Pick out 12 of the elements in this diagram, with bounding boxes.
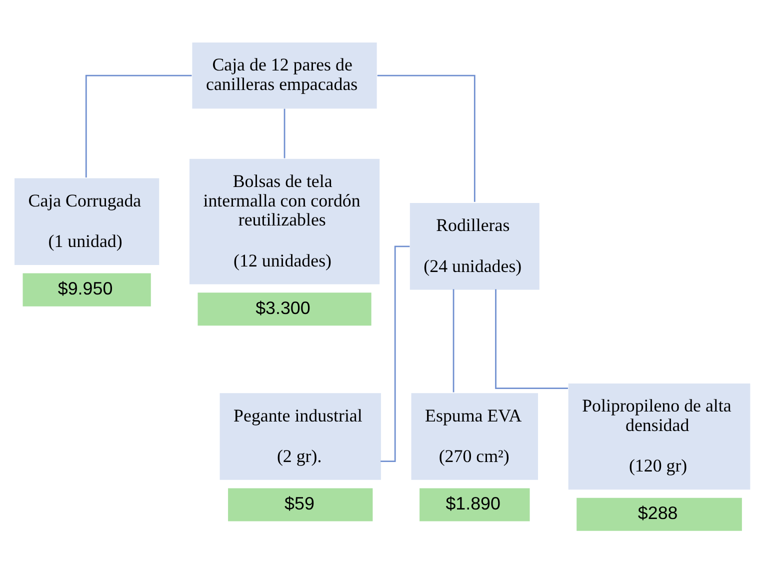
connector [284,108,286,158]
node-box: Caja de 12 pares de canilleras empacadas [192,42,377,109]
connector [377,74,476,202]
connector [495,289,568,389]
node-label: $3.300 [256,298,310,318]
node-label: $1.890 [446,493,500,514]
node-box: Rodilleras (24 unidades) [410,203,540,290]
node-label: $59 [284,493,314,514]
node-label: $288 [638,503,678,524]
connector [452,289,454,392]
node-label: $9.950 [58,278,113,298]
connector [85,74,192,178]
